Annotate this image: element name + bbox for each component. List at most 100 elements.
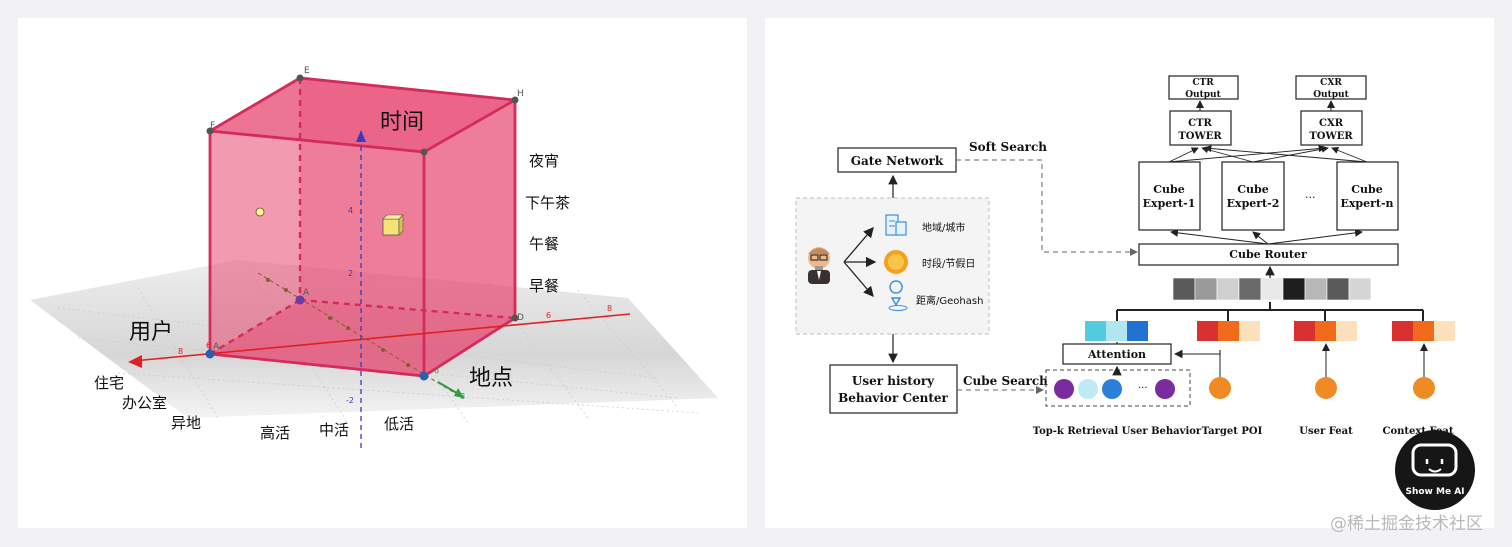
expert-label: Cube: [1351, 183, 1382, 196]
time-value-label: 下午茶: [525, 194, 570, 212]
show-me-ai-badge: Show Me AI: [1395, 430, 1475, 510]
ctr-tower-label: CTR: [1188, 118, 1212, 129]
architecture-diagram: Gate Network Soft Search: [795, 75, 1475, 510]
context-feat-node: [1413, 377, 1435, 399]
expert-ellipsis: ...: [1305, 188, 1316, 201]
robot-icon: [1411, 443, 1458, 477]
user-history-box: [829, 364, 958, 414]
behavior-embedding: [1085, 321, 1148, 341]
vertex-label-d: D: [517, 313, 524, 323]
ctr-output-box: [1168, 75, 1239, 100]
context-item-label: 地域/城市: [922, 221, 965, 234]
expert-box: [1138, 161, 1201, 231]
badge-text: Show Me AI: [1405, 487, 1464, 497]
gate-network-label: Gate Network: [851, 154, 944, 168]
time-axis-title: 时间: [380, 110, 424, 135]
ctr-tower-box: [1169, 110, 1232, 146]
x-tick: 8: [178, 347, 183, 356]
cxr-tower-label: TOWER: [1309, 131, 1353, 142]
behavior-dot: [1054, 379, 1074, 399]
time-value-label: 早餐: [529, 277, 559, 295]
expert-box: [1336, 161, 1399, 231]
ctr-output-label: CTR: [1192, 78, 1214, 88]
time-value-label: 午餐: [529, 235, 559, 253]
context-branch-arrows: [843, 227, 877, 297]
ctr-tower-label: TOWER: [1178, 131, 1222, 142]
attention-label: Attention: [1087, 348, 1146, 361]
expert-label: Cube: [1153, 183, 1184, 196]
cube-vertices: [206, 74, 519, 322]
router-to-expert-arrows: [1170, 228, 1363, 245]
target-poi-node: [1209, 377, 1231, 399]
context-item-label: 时段/节假日: [922, 257, 975, 270]
place-value-label: 高活: [260, 424, 290, 442]
architecture-diagram-panel: Gate Network Soft Search: [765, 18, 1494, 528]
user-value-label: 办公室: [122, 394, 167, 412]
z-tick: 8: [460, 392, 465, 401]
vertex-point-a: [205, 349, 215, 359]
place-value-label: 中活: [319, 421, 349, 439]
soft-search-path: [956, 159, 1138, 256]
cube-router-label: Cube Router: [1229, 248, 1307, 261]
site-watermark: @稀土掘金技术社区: [1330, 514, 1483, 534]
user-avatar-icon: [808, 247, 830, 284]
retrieval-ellipsis: ...: [1138, 380, 1148, 391]
cxr-output-label: Output: [1313, 90, 1349, 100]
soft-search-label: Soft Search: [969, 140, 1047, 154]
expert-label: Cube: [1237, 183, 1268, 196]
user-axis-title: 用户: [129, 320, 173, 345]
target-poi-embedding: [1197, 321, 1260, 341]
data-point: [255, 207, 265, 217]
vertex-label-e: E: [304, 66, 310, 76]
expert-to-tower-arrows: [1168, 144, 1368, 163]
x-tick: 6: [206, 341, 211, 350]
cube-diagram-panel: 8 6 6 8 4 2 -2 6 8 E F: [18, 18, 747, 528]
context-item-label: 距离/Geohash: [916, 294, 983, 307]
user-feat-embedding: [1294, 321, 1357, 341]
y-tick: -2: [346, 396, 354, 405]
cube-top-face: [210, 78, 515, 152]
vertex-label-f: F: [210, 121, 215, 131]
cxr-tower-box: [1300, 110, 1363, 146]
target-to-attention-arrow: [1173, 349, 1221, 359]
cube-right-face: [424, 100, 515, 376]
vertex-label-a-back: A: [303, 288, 310, 298]
behavior-dot: [1078, 379, 1098, 399]
y-tick: 4: [348, 206, 353, 215]
concat-embedding: [1172, 277, 1372, 301]
cube-front-face: [210, 131, 424, 376]
gate-network-box: [837, 147, 957, 173]
sun-icon: [884, 250, 908, 274]
place-axis-arrow: [454, 388, 464, 398]
depth-axis-points: [266, 278, 410, 367]
place-value-label: 低活: [384, 415, 414, 433]
y-tick: 2: [348, 269, 353, 278]
user-value-label: 异地: [171, 414, 201, 432]
context-feat-embedding: [1392, 321, 1455, 341]
behavior-dot: [1155, 379, 1175, 399]
cube-search-label: Cube Search: [963, 374, 1048, 388]
time-value-label: 夜宵: [529, 152, 559, 170]
user-history-label: Behavior Center: [838, 391, 948, 405]
vertex-point-front: [419, 371, 429, 381]
cxr-tower-label: CXR: [1319, 118, 1344, 129]
vertex-point-a-back: [295, 295, 305, 305]
ctr-output-label: Output: [1185, 90, 1221, 100]
cxr-output-label: CXR: [1320, 78, 1342, 88]
z-tick: 6: [434, 366, 439, 375]
expert-label: Expert-2: [1227, 197, 1280, 210]
vertex-label-a: A: [213, 342, 220, 352]
behavior-dot: [1102, 379, 1122, 399]
cube-diagram: 8 6 6 8 4 2 -2 6 8 E F: [30, 66, 718, 448]
expert-label: Expert-1: [1143, 197, 1196, 210]
user-feat-caption: User Feat: [1299, 426, 1353, 437]
city-icon: [885, 214, 907, 236]
user-axis-arrow: [128, 355, 142, 368]
place-axis-title: 地点: [469, 366, 513, 391]
user-feat-node: [1315, 377, 1337, 399]
x-tick: 6: [546, 311, 551, 320]
concat-tree: [1116, 302, 1424, 321]
x-tick: 8: [607, 304, 612, 313]
feature-to-embedding-arrows: [1219, 343, 1428, 378]
data-cube-marker: [382, 218, 400, 236]
